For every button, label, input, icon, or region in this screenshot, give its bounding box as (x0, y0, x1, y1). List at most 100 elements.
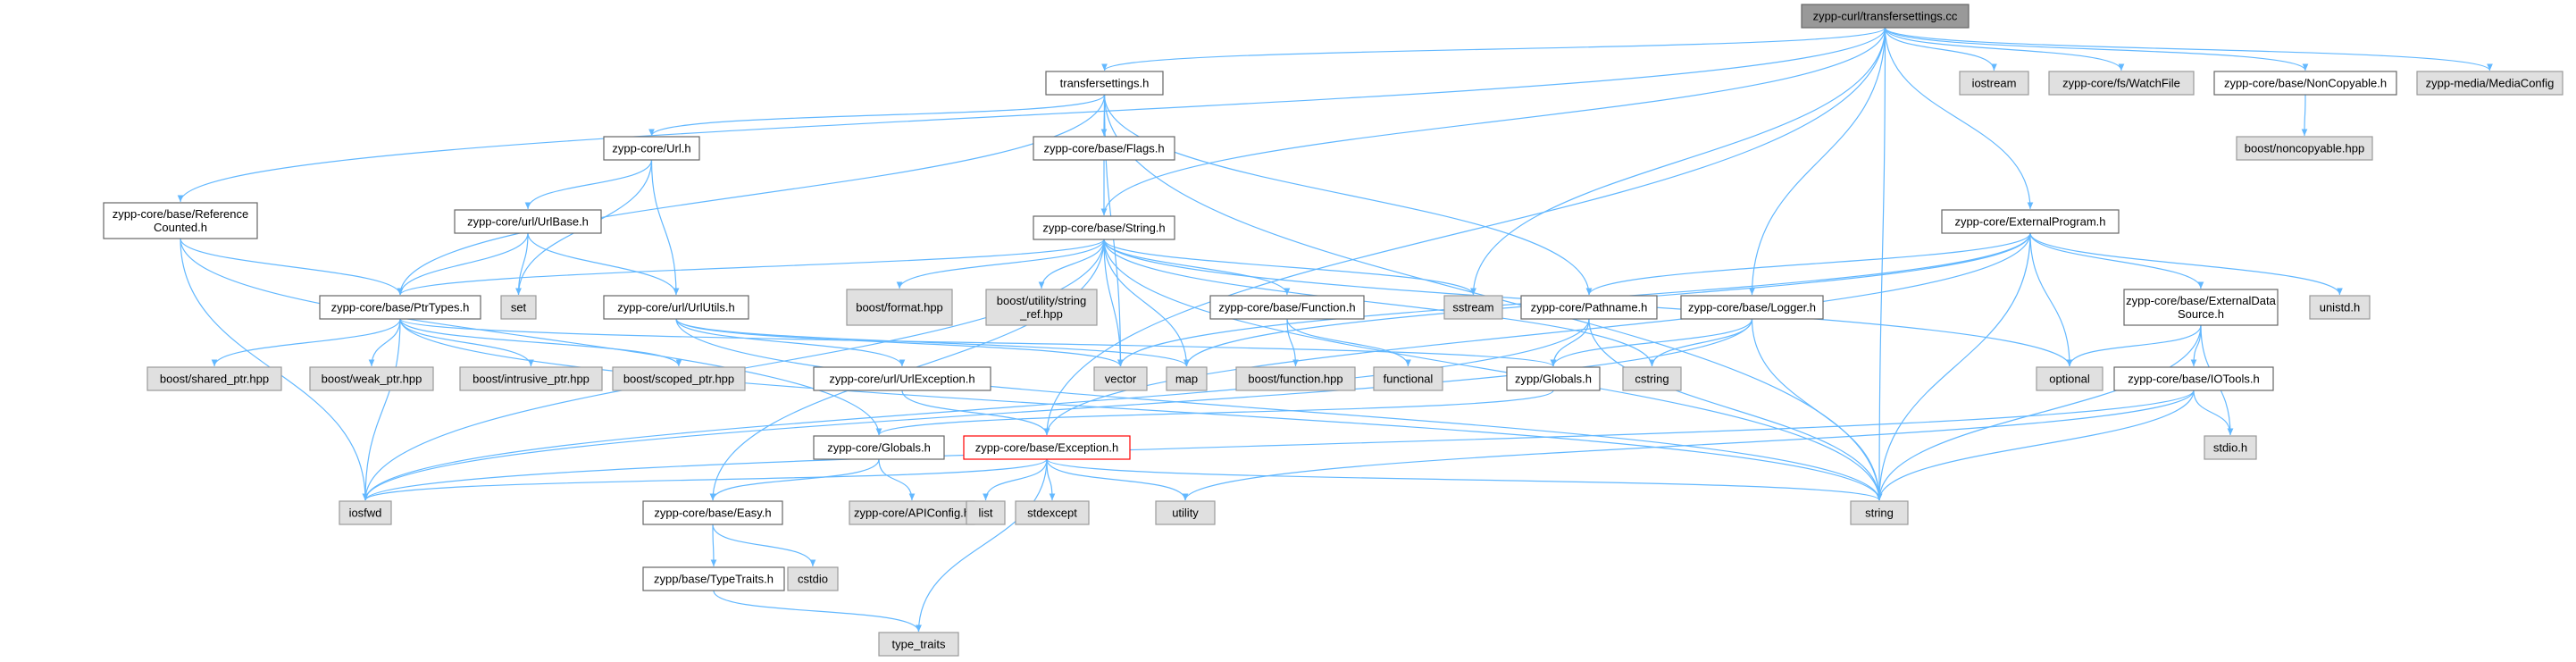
node-label-stringh: zypp-core/base/String.h (1042, 222, 1165, 235)
node-label-zyppglobals: zypp/Globals.h (1515, 373, 1592, 386)
node-easy[interactable]: zypp-core/base/Easy.h (642, 500, 783, 525)
edge-externalprogram-to-unistd (2029, 232, 2343, 296)
node-ptrtypes[interactable]: zypp-core/base/PtrTypes.h (319, 295, 481, 320)
edge-exception-to-utility (1046, 458, 1189, 501)
edge-ptrtypes-to-sharedptr (211, 318, 401, 367)
edge-iotools-to-string (1876, 390, 2195, 501)
node-watchfile: zypp-core/fs/WatchFile (2048, 71, 2195, 96)
node-box-iostream (1959, 71, 2029, 96)
node-iotools[interactable]: zypp-core/base/IOTools.h (2113, 366, 2274, 391)
node-box-urlexception (813, 366, 991, 391)
node-logger[interactable]: zypp-core/base/Logger.h (1680, 295, 1824, 320)
node-weakptr: boost/weak_ptr.hpp (309, 366, 434, 391)
edge-externaldata-to-optional (2066, 324, 2202, 367)
node-urlbase[interactable]: zypp-core/url/UrlBase.h (454, 209, 602, 234)
edge-url-to-urlbase (524, 159, 653, 210)
node-box-unistd (2309, 295, 2371, 320)
node-function[interactable]: zypp-core/base/Function.h (1209, 295, 1365, 320)
node-label-unistd: unistd.h (2320, 301, 2361, 314)
node-cstdio: cstdio (787, 566, 839, 591)
node-box-watchfile (2048, 71, 2195, 96)
node-iostream: iostream (1959, 71, 2029, 96)
node-label-vector: vector (1105, 373, 1137, 386)
edge-exception-to-list (983, 458, 1048, 501)
node-label-exception: zypp-core/base/Exception.h (975, 441, 1118, 455)
node-label-stdexcept: stdexcept (1027, 507, 1077, 520)
node-box-iotools (2113, 366, 2274, 391)
node-transfersettings[interactable]: transfersettings.h (1045, 71, 1164, 96)
node-list: list (966, 500, 1006, 525)
edge-ptrtypes-to-string (399, 318, 1883, 501)
edge-stringh-to-cstring (1103, 239, 1655, 367)
node-root[interactable]: zypp-curl/transfersettings.cc (1801, 4, 1970, 29)
node-box-coreglobals (813, 435, 945, 460)
node-urlutils[interactable]: zypp-core/url/UrlUtils.h (603, 295, 749, 320)
node-urlexception[interactable]: zypp-core/url/UrlException.h (813, 366, 991, 391)
node-boostnoncopyable: boost/noncopyable.hpp (2236, 136, 2373, 161)
node-box-noncopyable (2213, 71, 2397, 96)
edge-externalprogram-to-pathname (1585, 232, 2031, 296)
node-box-ptrtypes (319, 295, 481, 320)
node-box-utility (1155, 500, 1216, 525)
node-label-stringref: _ref.hpp (1019, 307, 1063, 321)
edge-urlutils-to-urlexception (675, 318, 906, 367)
edge-exception-to-type_traits (916, 458, 1048, 633)
node-label-refcounted: zypp-core/base/Reference (113, 207, 248, 221)
node-iosfwd: iosfwd (339, 500, 392, 525)
node-box-stdio (2204, 435, 2257, 460)
edge-root-to-string (1876, 27, 1886, 501)
node-box-exception (963, 435, 1131, 460)
node-label-boostfunction: boost/function.hpp (1248, 373, 1342, 386)
edge-root-to-externalprogram (1884, 27, 2034, 210)
node-stdio: stdio.h (2204, 435, 2257, 460)
node-label-externalprogram: zypp-core/ExternalProgram.h (1954, 215, 2105, 229)
node-box-sstream (1443, 295, 1503, 320)
node-label-pathname: zypp-core/Pathname.h (1531, 301, 1648, 314)
edge-pathname-to-string (1588, 318, 1883, 501)
node-boostformat: boost/format.hpp (846, 289, 953, 326)
node-label-url: zypp-core/Url.h (612, 142, 690, 155)
node-pathname[interactable]: zypp-core/Pathname.h (1520, 295, 1658, 320)
edge-pathname-to-iosfwd (362, 318, 1590, 501)
node-noncopyable[interactable]: zypp-core/base/NonCopyable.h (2213, 71, 2397, 96)
node-label-urlutils: zypp-core/url/UrlUtils.h (617, 301, 734, 314)
edge-externalprogram-to-optional (2029, 232, 2073, 367)
edge-url-to-urlutils (650, 159, 680, 296)
edge-root-to-refcounted (177, 27, 1886, 203)
edge-root-to-logger (1749, 27, 1886, 296)
edge-stringh-to-sstream (1103, 239, 1476, 296)
node-box-typetraits (642, 566, 785, 591)
edge-transfersettings-to-ptrtypes (397, 94, 1106, 296)
node-url[interactable]: zypp-core/Url.h (603, 136, 700, 161)
node-label-utility: utility (1172, 507, 1199, 520)
node-label-optional: optional (2049, 373, 2090, 386)
edge-logger-to-iosfwd (362, 318, 1753, 501)
node-map: map (1166, 366, 1208, 391)
edge-function-to-functional (1286, 318, 1411, 367)
node-exception[interactable]: zypp-core/base/Exception.h (963, 435, 1131, 460)
node-zyppglobals[interactable]: zypp/Globals.h (1506, 366, 1601, 391)
node-box-zyppglobals (1506, 366, 1601, 391)
node-label-set: set (511, 301, 527, 314)
edge-iotools-to-stdio (2193, 390, 2234, 436)
node-coreglobals[interactable]: zypp-core/Globals.h (813, 435, 945, 460)
edge-urlbase-to-set (515, 232, 529, 296)
node-stringh[interactable]: zypp-core/base/String.h (1033, 215, 1175, 240)
node-typetraits[interactable]: zypp/base/TypeTraits.h (642, 566, 785, 591)
node-label-urlexception: zypp-core/url/UrlException.h (829, 373, 974, 386)
edge-urlexception-to-exception (901, 390, 1050, 436)
node-label-flags: zypp-core/base/Flags.h (1043, 142, 1164, 155)
node-flags[interactable]: zypp-core/base/Flags.h (1033, 136, 1175, 161)
node-box-stringref (985, 289, 1098, 326)
node-label-logger: zypp-core/base/Logger.h (1688, 301, 1816, 314)
node-externalprogram[interactable]: zypp-core/ExternalProgram.h (1941, 209, 2120, 234)
node-box-weakptr (309, 366, 434, 391)
node-label-function: zypp-core/base/Function.h (1218, 301, 1355, 314)
edge-easy-to-cstdio (712, 524, 816, 567)
edge-urlutils-to-string (675, 318, 1883, 501)
node-label-stringref: boost/utility/string (997, 294, 1086, 307)
node-label-typetraits: zypp/base/TypeTraits.h (654, 573, 774, 586)
node-unistd: unistd.h (2309, 295, 2371, 320)
